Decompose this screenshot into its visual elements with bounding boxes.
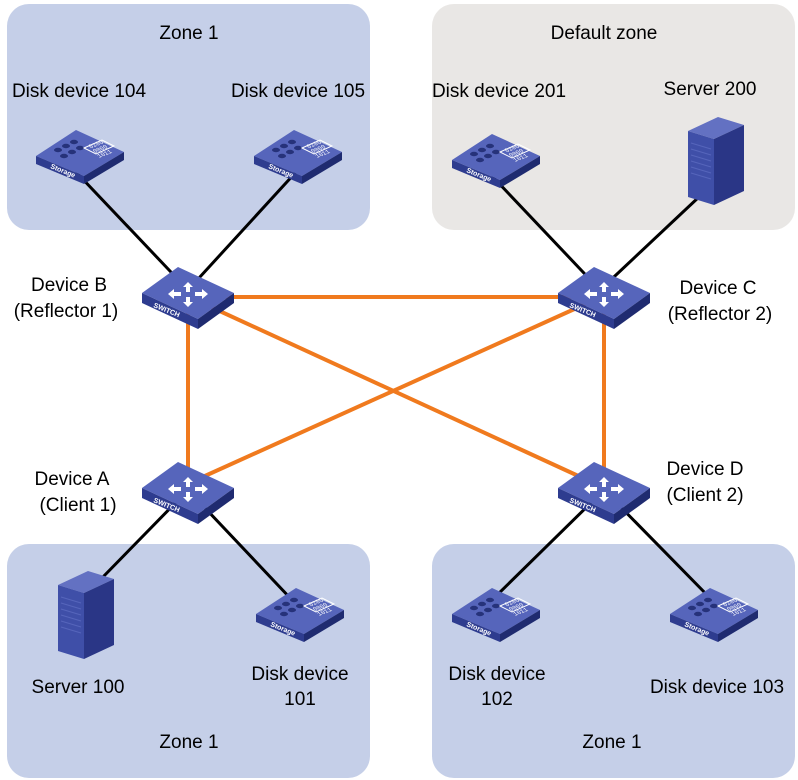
label-server-200: Server 200 <box>664 79 757 100</box>
label-disk-102-line2: 102 <box>481 689 513 710</box>
label-disk-105: Disk device 105 <box>231 81 365 102</box>
device-b-switch-icon <box>142 267 234 329</box>
link-disk104-b <box>74 170 190 292</box>
zone-title-top-right: Default zone <box>551 23 658 44</box>
label-device-a-name: Device A <box>35 469 110 490</box>
label-disk-103: Disk device 103 <box>650 677 784 698</box>
label-disk-104: Disk device 104 <box>12 81 147 102</box>
label-device-d-role: (Client 2) <box>666 485 743 506</box>
link-disk105-b <box>186 170 298 292</box>
label-server-100: Server 100 <box>32 677 125 698</box>
zone-title-bottom-left: Zone 1 <box>159 732 218 753</box>
link-disk201-c <box>490 174 602 292</box>
link-c-a <box>195 300 591 482</box>
label-device-c-role: (Reflector 2) <box>668 304 773 325</box>
server-100-icon <box>57 570 115 660</box>
label-disk-201: Disk device 201 <box>432 81 566 102</box>
label-disk-101-line1: Disk device <box>251 664 348 685</box>
server-200-icon <box>687 116 745 206</box>
link-b-d <box>199 300 599 487</box>
zone-title-top-left: Zone 1 <box>159 23 218 44</box>
label-disk-102-line1: Disk device <box>448 664 545 685</box>
device-c-switch-icon <box>558 267 650 329</box>
link-server200-c <box>598 194 702 292</box>
label-device-c-name: Device C <box>679 278 756 299</box>
label-device-b-name: Device B <box>31 275 107 296</box>
label-disk-101-line2: 101 <box>284 689 316 710</box>
zone-title-bottom-right: Zone 1 <box>582 732 641 753</box>
label-device-d-name: Device D <box>666 459 743 480</box>
label-device-a-role: (Client 1) <box>39 495 116 516</box>
device-a-switch-icon <box>142 462 234 524</box>
label-device-b-role: (Reflector 1) <box>14 301 119 322</box>
